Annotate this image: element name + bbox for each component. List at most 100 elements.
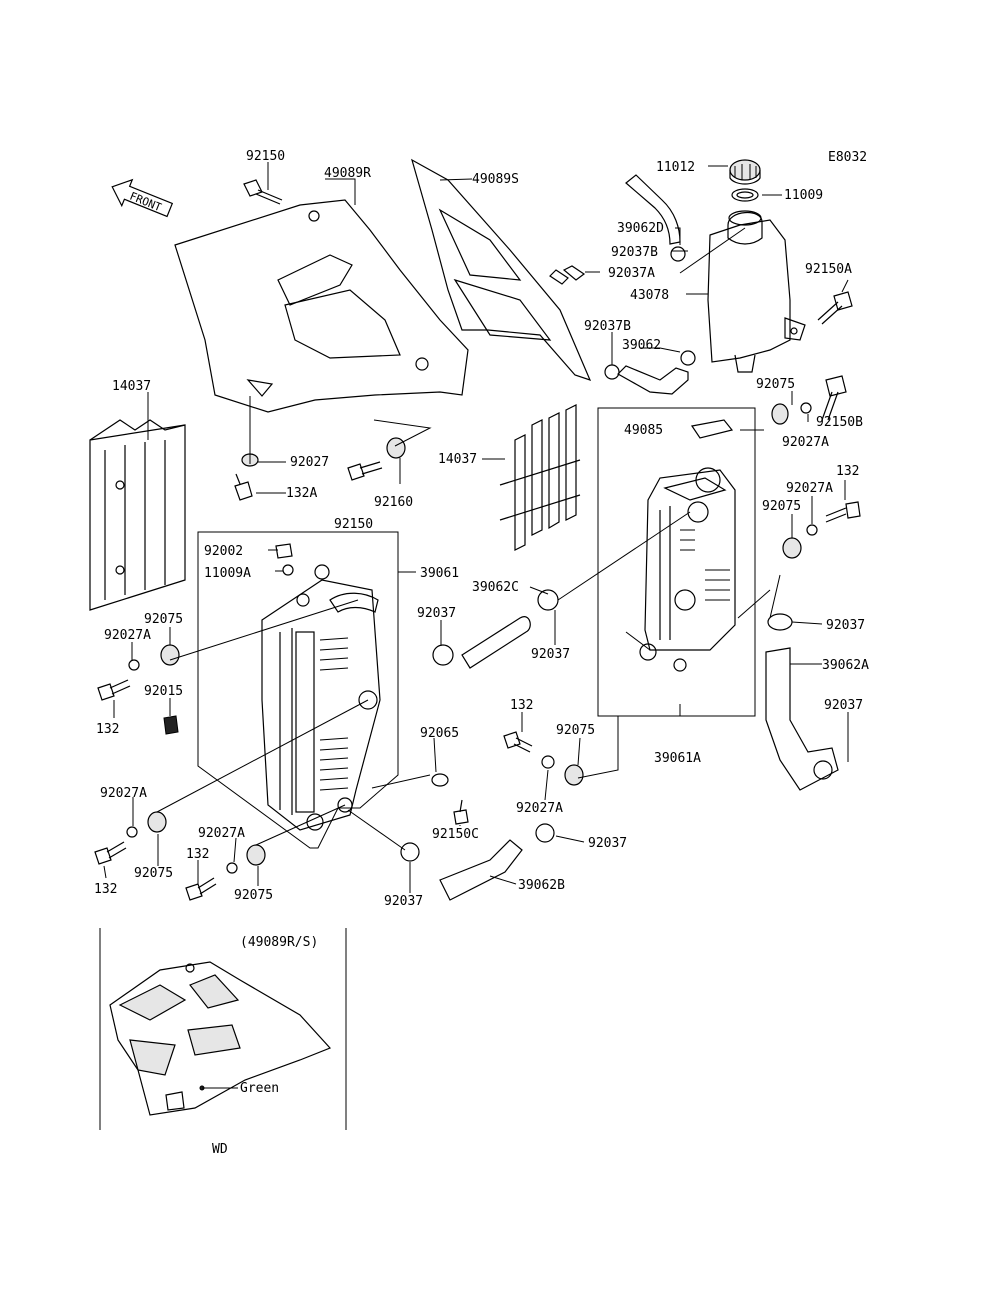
bolt-132-bottom-part <box>185 877 217 901</box>
part-label: 39062D <box>617 221 664 236</box>
part-label: 43078 <box>630 288 669 303</box>
clip-92015-part <box>163 715 179 735</box>
clamp-92037b-lower-part <box>604 364 620 380</box>
washer-92027a-right-mid-part <box>806 524 818 536</box>
part-label: 92037A <box>608 266 655 281</box>
part-label: 92075 <box>556 723 595 738</box>
leader-lines <box>103 162 849 893</box>
part-label: 39062A <box>822 658 869 673</box>
part-label: 92150A <box>805 262 852 277</box>
part-label: 92150 <box>246 149 285 164</box>
washer-92027a-right-top-part <box>800 402 812 414</box>
part-label: 92150 <box>334 517 373 532</box>
part-label: 132 <box>186 847 209 862</box>
grommet-92160-part <box>386 437 406 459</box>
clamp-92037-e-part <box>535 823 555 843</box>
part-label: 92037B <box>611 245 658 260</box>
part-label: 11009 <box>784 188 823 203</box>
part-label: 92150C <box>432 827 479 842</box>
radiator-cap-part <box>729 159 761 185</box>
bolt-92150a-part <box>817 291 853 325</box>
clamp-92037-c-part <box>767 613 793 631</box>
bolt-132-right-part <box>825 501 861 523</box>
part-label: 92037 <box>824 698 863 713</box>
part-label: 92027A <box>104 628 151 643</box>
grommet-92075-left-part <box>160 644 180 666</box>
cap-gasket-part <box>731 188 759 202</box>
part-label: 132A <box>286 486 317 501</box>
part-label: 92075 <box>756 377 795 392</box>
clamp-92037a-part <box>549 265 586 285</box>
part-label: 14037 <box>438 452 477 467</box>
part-label: 49089R <box>324 166 371 181</box>
washer-92027a-left-part <box>128 659 140 671</box>
part-label: 39061 <box>420 566 459 581</box>
color-note: Green <box>240 1081 279 1096</box>
part-label: 92037 <box>384 894 423 909</box>
bolt-132-center-part <box>503 731 533 753</box>
bracket-49085-part <box>690 419 734 439</box>
part-label: 92037 <box>531 647 570 662</box>
part-label: 92075 <box>134 866 173 881</box>
part-label: 92037B <box>584 319 631 334</box>
part-label: 92027A <box>198 826 245 841</box>
part-label: 39062 <box>622 338 661 353</box>
part-label: 14037 <box>112 379 151 394</box>
clamp-92037-f-part <box>400 842 420 862</box>
grommet-92075-bottom-part <box>246 844 266 866</box>
bolt-132-left-part <box>97 679 131 701</box>
bolt-92002-part <box>275 543 293 559</box>
part-label: 39062C <box>472 580 519 595</box>
part-label: 132 <box>510 698 533 713</box>
part-label: 132 <box>96 722 119 737</box>
bolt-132a-part <box>234 473 253 501</box>
grommet-92075-center-part <box>564 764 584 786</box>
part-label: 92160 <box>374 495 413 510</box>
radiator-left-part <box>261 564 381 831</box>
radiator-grill-center-part <box>499 404 581 551</box>
bolt-92150c-part <box>453 799 469 825</box>
part-label: 132 <box>836 464 859 479</box>
clamp-92037-a-part <box>537 589 559 611</box>
radiator-grill-left-part <box>89 419 186 611</box>
part-label: 39062B <box>518 878 565 893</box>
washer-92027a-bottom-part <box>226 862 238 874</box>
washer-92027a-center-part <box>541 755 555 769</box>
part-label: 132 <box>94 882 117 897</box>
part-label: 92027A <box>516 801 563 816</box>
part-label: 39061A <box>654 751 701 766</box>
part-label: 92075 <box>234 888 273 903</box>
bolt-92150b-part <box>821 375 847 421</box>
part-label: 92027A <box>782 435 829 450</box>
hose-39062c-part <box>461 616 531 669</box>
inset-title: (49089R/S) <box>240 935 318 950</box>
model-label: WD <box>212 1142 228 1157</box>
radiator-shroud-left-part <box>411 158 592 381</box>
hose-39062b-part <box>439 839 523 901</box>
bolt-92160-part <box>347 461 383 481</box>
part-label: 49085 <box>624 423 663 438</box>
part-label: 92027A <box>786 481 833 496</box>
grommet-92075-right-top-part <box>771 403 789 425</box>
part-label: 11012 <box>656 160 695 175</box>
part-label: 92037 <box>417 606 456 621</box>
part-label: 92027A <box>100 786 147 801</box>
reservoir-tank-part <box>707 210 806 373</box>
part-label: 92037 <box>588 836 627 851</box>
part-label: 92065 <box>420 726 459 741</box>
washer-92027a-bottom-left-part <box>126 826 138 838</box>
radiator-shroud-right-part <box>174 199 469 413</box>
part-label: 92015 <box>144 684 183 699</box>
radiator-right-assembly-box <box>597 407 756 717</box>
clamp-right-part <box>680 350 696 366</box>
clamp-92037-d-part <box>813 760 833 780</box>
part-labels: 92150 49089R 49089S 11012 11009 39062D 9… <box>94 149 869 909</box>
part-label: 92037 <box>826 618 865 633</box>
grommet-92075-right-mid-part <box>782 537 802 559</box>
washer-11009a-part <box>282 564 294 576</box>
hose-39062a-part <box>765 647 839 791</box>
part-label: 92002 <box>204 544 243 559</box>
diagram-code: E8032 <box>828 150 867 165</box>
washer-92065-part <box>431 773 449 787</box>
